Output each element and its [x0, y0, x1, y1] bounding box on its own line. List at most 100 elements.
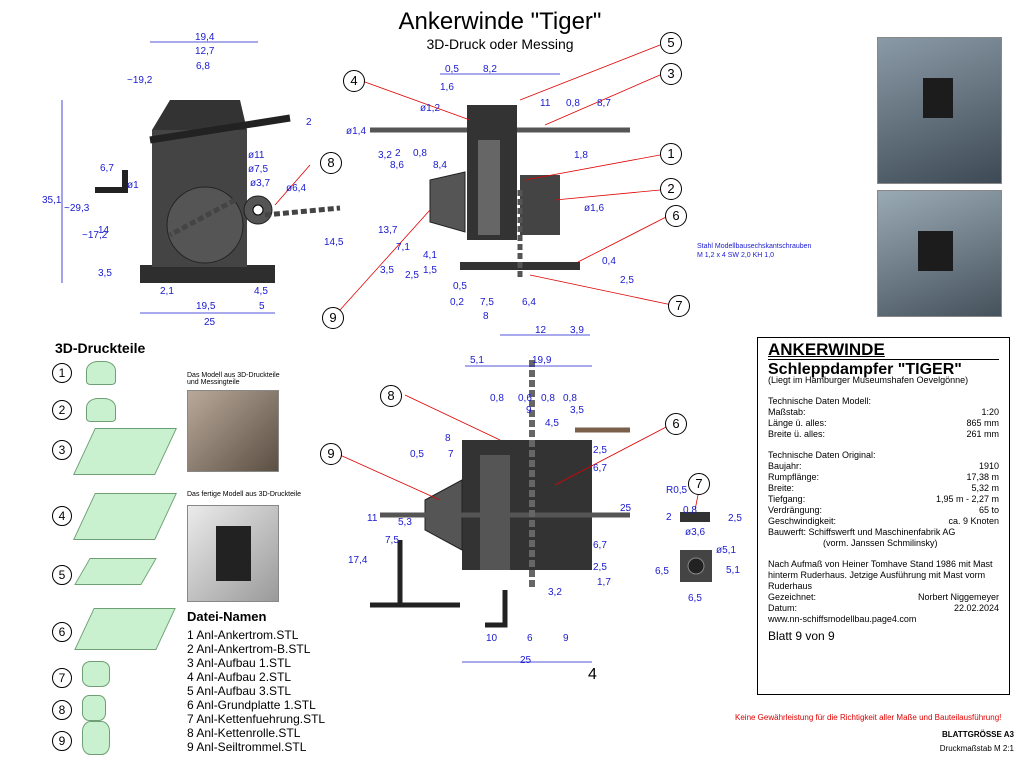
info-ship: Schleppdampfer "TIGER": [768, 359, 999, 378]
dim-top-23: 5,3: [398, 517, 412, 528]
part-num-1: 1: [52, 363, 72, 383]
dim-front-18: 2,1: [160, 286, 174, 297]
top-leader-8: [404, 394, 501, 441]
info-orig-label-3: Breite:: [768, 483, 795, 493]
info-model-row-3: Breite ü. alles: 261 mm: [768, 429, 999, 440]
dim-side-6: 8,7: [597, 98, 611, 109]
info-model-value-1: 1:20: [981, 407, 999, 417]
info-sheet: Blatt 9 von 9: [768, 629, 835, 643]
file-name-2: 2 Anl-Ankertrom-B.STL: [187, 642, 311, 656]
dim-side-28: 2,5: [620, 275, 634, 286]
info-model-label-2: Länge ü. alles:: [768, 418, 827, 428]
file-names: Datei-Namen 1 Anl-Ankertrom.STL 2 Anl-An…: [187, 610, 325, 755]
dim-front-14: 14: [98, 225, 110, 236]
callout-2: 2: [660, 178, 682, 200]
info-orig-row-1: Baujahr:1910: [768, 461, 999, 472]
dim-side-16: 13,7: [378, 225, 398, 236]
dim-front-10: 6,7: [100, 163, 114, 174]
dim-side-3: 1,6: [440, 82, 454, 93]
dim-detail-5: ø5,1: [716, 545, 737, 556]
info-orig-row-6: Geschwindigkeit:ca. 9 Knoten: [768, 516, 999, 527]
front-chain-lower: [168, 197, 237, 238]
dim-front-13: ~17,2: [82, 230, 108, 241]
page-number: 4: [588, 666, 597, 683]
part-9-model: [82, 721, 110, 755]
dim-side-27: 0,4: [602, 256, 616, 267]
dim-top-14: 6,7: [593, 463, 607, 474]
side-leader-5: [519, 44, 661, 101]
info-model-row-2: Länge ü. alles:865 mm: [768, 418, 999, 429]
part-num-8: 8: [52, 700, 72, 720]
side-view: [339, 44, 673, 336]
top-leader-9: [339, 454, 441, 501]
front-crank: [149, 114, 291, 144]
dim-front-17: 14,5: [324, 237, 344, 248]
file-name-1: 1 Anl-Ankertrom.STL: [187, 628, 299, 642]
info-date-label: Datum:: [768, 603, 798, 613]
side-leader-4: [364, 81, 471, 121]
side-leader-6: [577, 214, 671, 263]
callout-6-top: 6: [665, 413, 687, 435]
info-model-label-3: Breite ü. alles:: [768, 429, 826, 439]
dim-front-4: ~19,2: [127, 75, 153, 86]
dim-front-3: 6,8: [196, 61, 210, 72]
screw-note-line1: Stahl Modellbausechskantschrauben: [697, 243, 812, 250]
dim-side-23: 7,5: [480, 297, 494, 308]
dim-side-26: 0,5: [453, 281, 467, 292]
dim-side-10: 2: [395, 148, 401, 159]
info-drawn-row: Gezeichnet:Norbert Niggemeyer: [768, 592, 999, 603]
dim-detail-6: 2,5: [728, 513, 742, 524]
dim-side-30: 3,9: [570, 325, 584, 336]
dim-side-22: 0,2: [450, 297, 464, 308]
detail-hole: [687, 557, 705, 575]
info-date-row: Datum: 22.02.2024: [768, 603, 999, 614]
dim-top-7: 3,5: [570, 405, 584, 416]
dim-side-29: 12: [535, 325, 547, 336]
original-photo-2-winch: [918, 231, 953, 271]
callout-9-side: 9: [322, 307, 344, 329]
callout-8-front: 8: [320, 152, 342, 174]
dim-front-20: 4,5: [254, 286, 268, 297]
info-model-title: Technische Daten Modell:: [768, 396, 872, 406]
dim-top-1: 5,1: [470, 355, 484, 366]
dim-side-9: 3,2: [378, 150, 392, 161]
info-orig-label-1: Baujahr:: [768, 461, 802, 471]
dim-detail-3: 0,8: [683, 505, 697, 516]
dim-detail-8: 5,1: [726, 565, 740, 576]
dim-top-20: 17,4: [348, 555, 368, 566]
callout-1: 1: [660, 143, 682, 165]
dim-front-2: 12,7: [195, 46, 215, 57]
part-num-9: 9: [52, 731, 72, 751]
info-heading: ANKERWINDE: [768, 340, 885, 359]
dim-front-19: 19,5: [196, 301, 216, 312]
info-builder-2: (vorm. Janssen Schmilinsky): [823, 538, 938, 548]
dim-top-27: 25: [520, 655, 532, 666]
dim-top-9: 9: [526, 405, 532, 416]
paper-size: BLATTGRÖSSE A3: [941, 730, 1014, 739]
info-orig-value-3: 5,32 m: [971, 483, 999, 493]
callout-6-side: 6: [665, 205, 687, 227]
model-photo-finished: [187, 505, 279, 602]
dim-side-12: 8,6: [390, 160, 404, 171]
dim-side-1: 0,5: [445, 64, 459, 75]
screw-note-line2: M 1,2 x 4 SW 2,0 KH 1,0: [697, 252, 775, 259]
info-orig-value-2: 17,38 m: [966, 472, 999, 482]
callout-8-top: 8: [380, 385, 402, 407]
front-chain: [264, 205, 341, 218]
info-model-value-3: 261 mm: [966, 429, 999, 439]
dim-top-22: 11: [367, 513, 378, 524]
side-leader-9: [339, 209, 431, 311]
disclaimer: Keine Gewährleistung für die Richtigkeit…: [735, 713, 1002, 722]
file-name-8: 8 Anl-Kettenrolle.STL: [187, 726, 301, 740]
model-photo-winch: [216, 526, 251, 581]
dim-top-6: 0,8: [563, 393, 577, 404]
dim-front-12: ~29,3: [64, 203, 90, 214]
info-orig-label-6: Geschwindigkeit:: [768, 516, 837, 526]
original-photo-2: [877, 190, 1002, 317]
dim-side-14: 1,8: [574, 150, 588, 161]
side-leader-1: [524, 154, 661, 181]
info-date-value: 22.02.2024: [953, 603, 999, 613]
callout-9-top: 9: [320, 443, 342, 465]
part-num-2: 2: [52, 400, 72, 420]
part-8-model: [82, 695, 106, 721]
